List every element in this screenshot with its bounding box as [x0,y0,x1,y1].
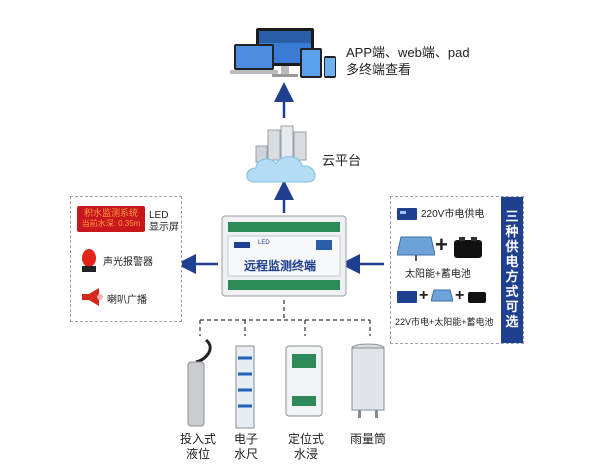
sensor-label-0: 投入式 液位 [170,432,226,462]
sensor-label-0-line1: 投入式 [179,432,216,446]
electronic-water-gauge-icon [232,344,258,430]
sensor-label-2: 定位式 水浸 [278,432,334,462]
remote-monitoring-terminal: LED 远程监测终端 [220,214,348,298]
plus-icon-3: + [455,287,465,304]
led-screen: 积水监测系统 当前水深: 0.35m [77,206,145,232]
power-option-2: 太阳能+蓄电池 [405,269,471,280]
horn-speaker-icon [79,285,103,309]
led-label: LED 显示屏 [149,210,179,234]
water-immersion-sensor-icon [282,344,326,424]
alarm-light-icon [79,247,99,273]
solar-panel-icon-2 [430,289,454,305]
led-screen-line2: 当前水深: 0.35m [81,219,141,228]
device-tag: LED [258,240,270,246]
submersible-level-sensor-icon [176,338,216,430]
horn-label: 喇叭广播 [107,295,147,306]
led-screen-line1: 积水监测系统 [83,208,138,218]
mains-power-icon [397,207,417,221]
sensor-label-2-line2: 水浸 [293,447,318,461]
cloud-platform-illustration [244,124,324,190]
power-option-3: 22V市电+太阳能+蓄电池 [395,317,494,327]
sensor-label-1: 电子 水尺 [222,432,270,462]
led-label-line1: LED [149,210,169,221]
sensor-label-3: 雨量筒 [342,432,394,447]
terminal-devices-illustration [228,22,340,92]
mains-power-icon-2 [397,289,417,305]
plus-icon-2: + [419,287,429,304]
power-supply-panel: 220V市电供电 + 太阳能+蓄电池 + + 22V市电+太阳能+蓄电池 三种供… [390,196,524,344]
sensor-label-1-line1: 电子 [233,432,258,446]
power-options-band-text: 三种供电方式可选 [505,209,519,329]
device-label: 远程监测终端 [244,259,317,273]
power-options-band: 三种供电方式可选 [501,197,523,343]
sensor-label-3-line1: 雨量筒 [349,432,386,446]
terminals-caption: APP端、web端、pad 多终端查看 [346,44,470,78]
alarm-label: 声光报警器 [103,257,153,268]
led-label-line2: 显示屏 [149,222,179,233]
rain-gauge-icon [350,342,386,422]
sensor-bus [199,300,371,336]
battery-icon [453,237,483,259]
cloud-label: 云平台 [322,153,362,168]
plus-icon: + [435,232,448,257]
terminals-caption-line1: APP端、web端、pad [346,45,470,60]
battery-icon-2 [467,290,487,304]
sensor-label-2-line1: 定位式 [287,432,324,446]
sensor-label-0-line2: 液位 [185,447,210,461]
power-option-1: 220V市电供电 [421,209,485,220]
solar-panel-icon [396,235,436,261]
terminals-caption-line2: 多终端查看 [346,62,412,77]
sensor-label-1-line2: 水尺 [233,447,258,461]
output-devices-panel: 积水监测系统 当前水深: 0.35m LED 显示屏 声光报警器 喇叭广播 [70,196,182,322]
